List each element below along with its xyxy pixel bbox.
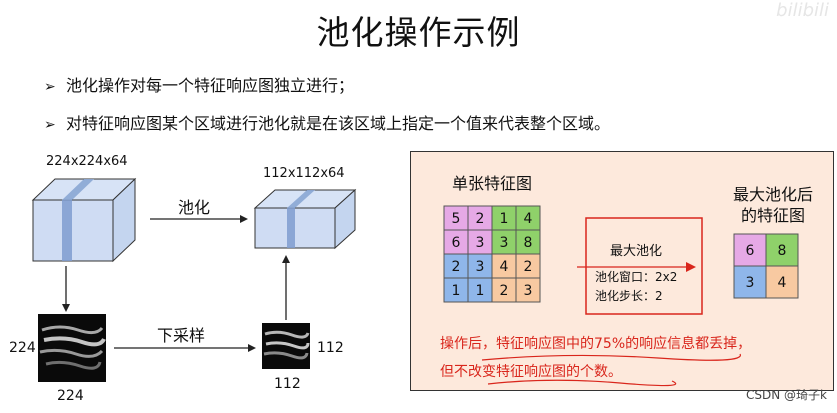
result-map-title: 最大池化后 的特征图 bbox=[718, 184, 828, 226]
input-grid-cell-value: 2 bbox=[452, 259, 461, 275]
output-volume-cube bbox=[253, 188, 357, 250]
csdn-credit: CSDN @琦子k bbox=[746, 388, 827, 402]
output-feature-grid: 6 8 3 4 bbox=[733, 233, 799, 299]
stride-label: 池化步长：2 bbox=[595, 289, 663, 303]
input-grid-cell bbox=[443, 253, 469, 279]
input-grid-cell bbox=[515, 229, 541, 255]
output-grid-cell bbox=[733, 265, 767, 299]
input-volume-cube bbox=[31, 177, 137, 263]
bilibili-watermark: bilibili bbox=[776, 0, 829, 21]
input-grid-cell-value: 4 bbox=[500, 259, 509, 275]
arrow-bullet-icon: ➢ bbox=[44, 79, 56, 95]
input-grid-cell bbox=[443, 205, 469, 231]
arrow-bullet-icon: ➢ bbox=[44, 117, 56, 133]
bullet-2-text: 对特征响应图某个区域进行池化就是在该区域上指定一个值来代表整个区域。 bbox=[66, 114, 611, 133]
input-grid-cell bbox=[515, 205, 541, 231]
input-grid-cell-value: 8 bbox=[524, 235, 533, 251]
down-arrow bbox=[62, 266, 70, 312]
input-grid-cell bbox=[491, 205, 517, 231]
downsample-label: 下采样 bbox=[157, 326, 206, 345]
output-grid-cell bbox=[765, 233, 799, 267]
underline-scribble bbox=[487, 379, 677, 387]
up-arrow bbox=[282, 255, 290, 320]
input-grid-cell-value: 3 bbox=[500, 235, 509, 251]
output-map-height-label: 112 bbox=[317, 340, 344, 356]
pool-label: 池化 bbox=[178, 198, 211, 217]
output-grid-cell-value: 3 bbox=[746, 275, 755, 291]
downsample-arrow bbox=[114, 344, 256, 352]
note-line-2: 但不改变特征响应图的个数。 bbox=[440, 364, 622, 380]
bullet-2: ➢ 对特征响应图某个区域进行池化就是在该区域上指定一个值来代表整个区域。 bbox=[44, 110, 610, 134]
input-grid-cell-value: 3 bbox=[524, 283, 533, 299]
input-grid-cell-value: 2 bbox=[524, 259, 533, 275]
result-title-line1: 最大池化后 bbox=[732, 185, 813, 204]
output-feature-map-thumbnail bbox=[262, 323, 310, 369]
input-dimension-label: 224x224x64 bbox=[46, 154, 128, 169]
operation-box bbox=[585, 217, 703, 315]
output-grid-cell-value: 8 bbox=[778, 243, 787, 259]
input-grid-cell bbox=[515, 253, 541, 279]
window-label: 池化窗口：2x2 bbox=[595, 270, 678, 284]
output-map-width-label: 112 bbox=[274, 376, 301, 392]
input-grid-cell bbox=[491, 229, 517, 255]
single-map-title: 单张特征图 bbox=[452, 174, 533, 193]
input-map-height-label: 224 bbox=[9, 340, 36, 356]
pooling-schematic bbox=[31, 177, 357, 382]
op-label: 最大池化 bbox=[610, 244, 663, 259]
input-grid-cell-value: 6 bbox=[452, 235, 461, 251]
max-pool-arrow bbox=[577, 262, 696, 272]
input-grid-cell-value: 3 bbox=[476, 259, 485, 275]
output-grid-cell bbox=[733, 233, 767, 267]
input-grid-cell-value: 1 bbox=[476, 283, 485, 299]
input-grid-cell bbox=[467, 277, 493, 303]
input-grid-cell-value: 5 bbox=[452, 211, 461, 227]
result-title-line2: 的特征图 bbox=[740, 206, 805, 225]
input-grid-cell-value: 3 bbox=[476, 235, 485, 251]
input-grid-cell-value: 2 bbox=[500, 283, 509, 299]
pool-arrow bbox=[150, 215, 248, 223]
note-line-1: 操作后，特征响应图中的75%的响应信息都丢掉， bbox=[440, 336, 752, 352]
page-title: 池化操作示例 bbox=[316, 13, 521, 52]
input-map-width-label: 224 bbox=[57, 388, 84, 404]
input-grid-cell bbox=[515, 277, 541, 303]
output-grid-cell bbox=[765, 265, 799, 299]
output-grid-cell-value: 6 bbox=[746, 243, 755, 259]
bullet-1: ➢ 池化操作对每一个特征响应图独立进行； bbox=[44, 72, 354, 96]
input-grid-cell-value: 1 bbox=[452, 283, 461, 299]
output-dimension-label: 112x112x64 bbox=[263, 166, 345, 181]
input-grid-cell-value: 1 bbox=[500, 211, 509, 227]
output-grid-cell-value: 4 bbox=[778, 275, 787, 291]
input-grid-cell-value: 2 bbox=[476, 211, 485, 227]
input-feature-map-thumbnail bbox=[38, 314, 106, 382]
input-grid-cell-value: 4 bbox=[524, 211, 533, 227]
input-grid-cell bbox=[467, 253, 493, 279]
underline-scribble bbox=[481, 353, 741, 361]
bullet-1-text: 池化操作对每一个特征响应图独立进行； bbox=[66, 76, 355, 95]
